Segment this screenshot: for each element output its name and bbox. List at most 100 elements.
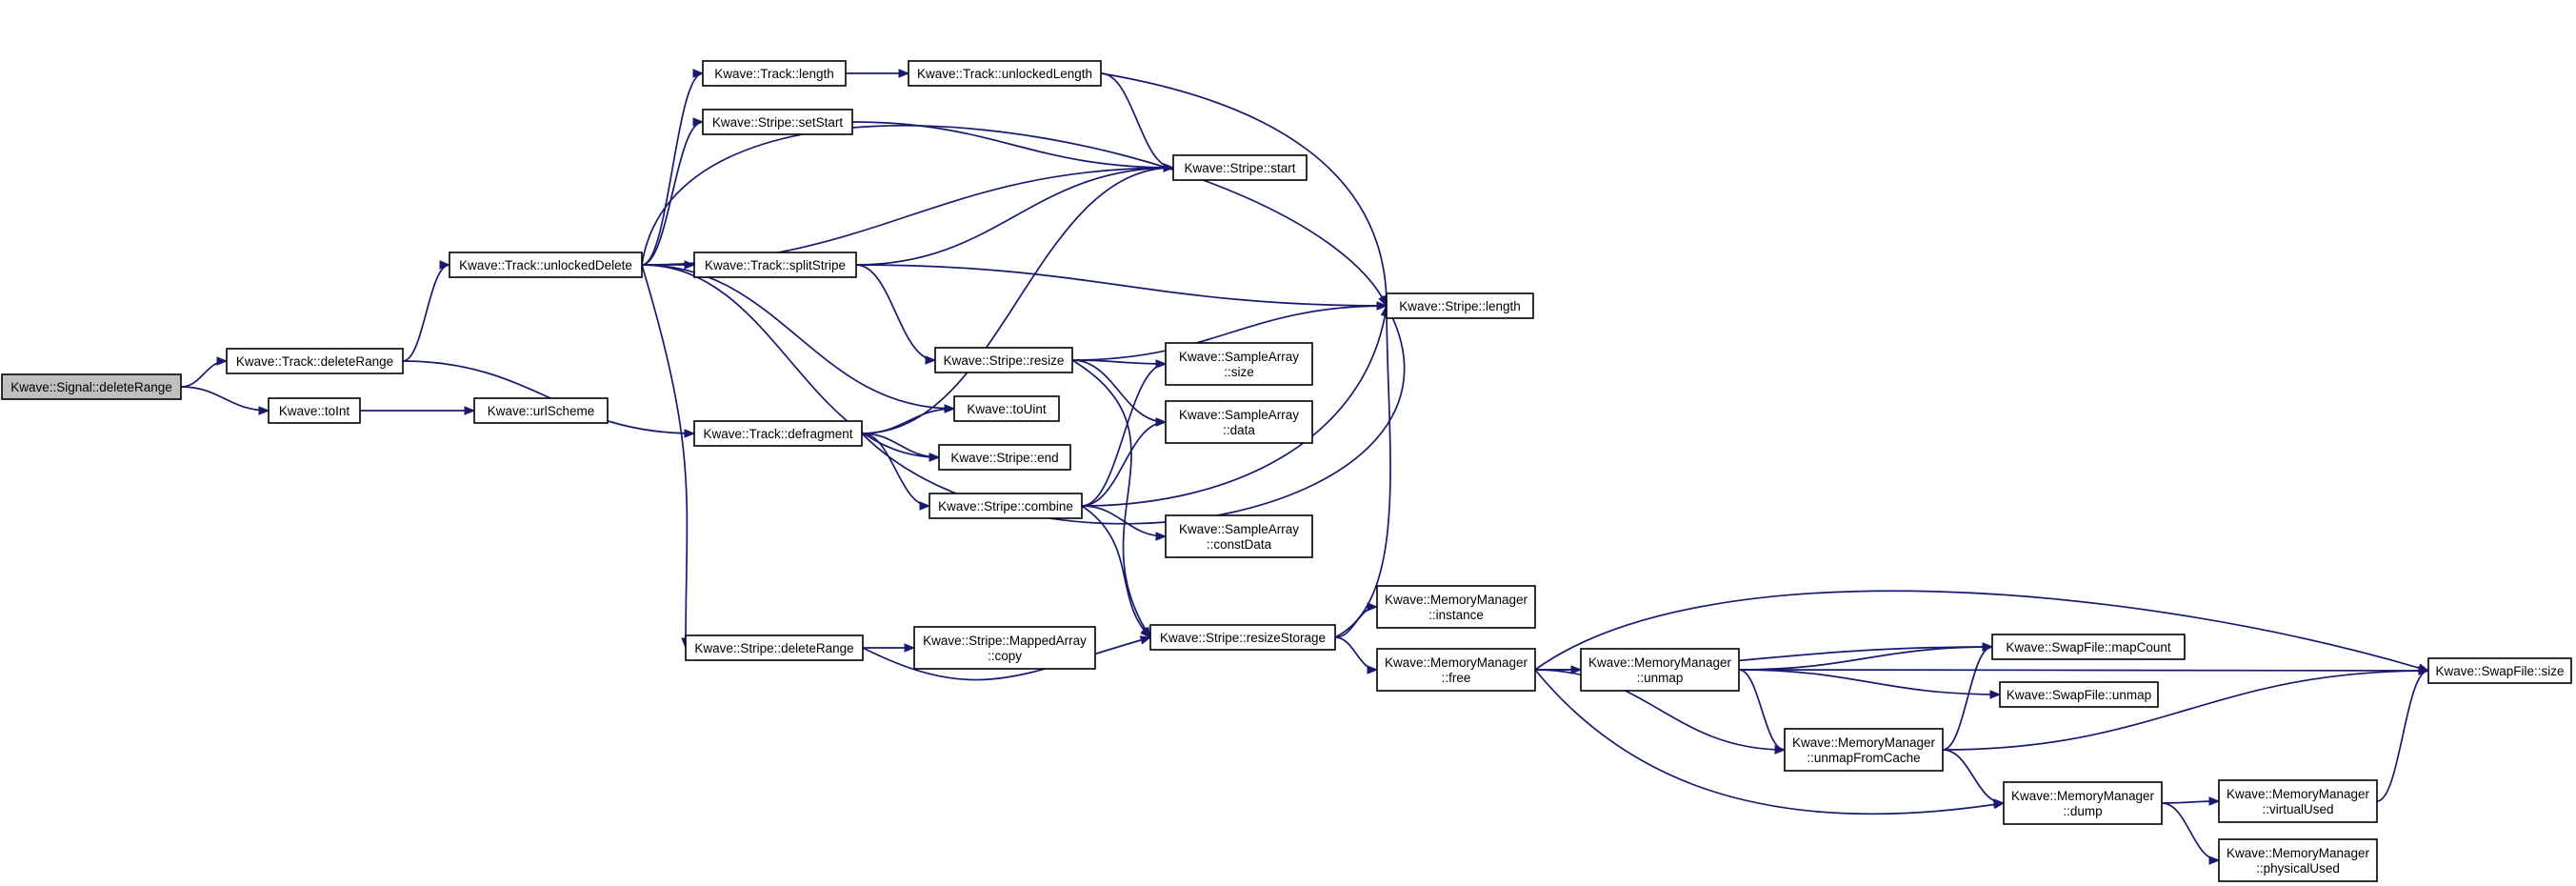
node-label: Kwave::Stripe::deleteRange [694,641,853,655]
node-label: Kwave::MemoryManager [1385,593,1528,607]
edge-mm_unmap-to-swap_unmap [1738,669,2002,699]
node-track_unlockedLength[interactable]: Kwave::Track::unlockedLength [908,60,1102,87]
edge-mm_unmapFromCache-to-swap_mapCount [1942,642,1994,751]
node-label: Kwave::MemoryManager [2011,789,2155,803]
node-box [1991,634,2186,660]
node-label: Kwave::Stripe::resize [944,353,1065,368]
node-stripe_setStart[interactable]: Kwave::Stripe::setStart [702,109,853,135]
node-mm_free[interactable]: Kwave::MemoryManager::free [1376,648,1536,692]
node-track_splitStripe[interactable]: Kwave::Track::splitStripe [693,252,857,278]
node-label: Kwave::Stripe::setStart [712,115,844,130]
node-label: Kwave::SampleArray [1179,408,1299,422]
node-label: Kwave::SampleArray [1179,522,1299,536]
node-label: Kwave::Stripe::end [950,451,1058,465]
node-mm_physicalUsed[interactable]: Kwave::MemoryManager::physicalUsed [2218,838,2378,882]
node-track_unlockedDelete[interactable]: Kwave::Track::unlockedDelete [449,252,643,278]
edge-track_defragment-to-stripe_length [861,304,1406,525]
node-toInt[interactable]: Kwave::toInt [268,397,361,424]
node-box [929,493,1083,519]
node-stripe_resizeStorage[interactable]: Kwave::Stripe::resizeStorage [1149,624,1336,651]
node-stripe_length[interactable]: Kwave::Stripe::length [1386,292,1534,319]
node-stripe_resize[interactable]: Kwave::Stripe::resize [934,347,1073,373]
node-box [702,60,847,87]
node-track_defragment[interactable]: Kwave::Track::defragment [693,420,863,447]
node-signal_deleteRange[interactable]: Kwave::Signal::deleteRange [1,373,182,400]
node-box [1376,585,1536,629]
node-stripe_end[interactable]: Kwave::Stripe::end [938,444,1071,471]
edge-stripe_combine-to-samplearray_data [1081,417,1168,507]
node-mm_dump[interactable]: Kwave::MemoryManager::dump [2003,781,2163,825]
edge-stripe_deleteRange-to-stripe_resizeStorage [862,635,1152,681]
node-label: Kwave::Stripe::resizeStorage [1160,631,1326,645]
edge-mm_unmapFromCache-to-mm_dump [1942,749,2006,808]
edges-layer [180,69,2430,865]
edge-toInt-to-urlScheme [360,406,476,415]
node-box [2003,781,2163,825]
node-box [1165,342,1313,386]
node-label: ::size [1224,365,1254,379]
edge-mm_dump-to-mm_physicalUsed [2161,802,2221,865]
node-label: ::virtualUsed [2262,802,2333,816]
node-mm_virtualUsed[interactable]: Kwave::MemoryManager::virtualUsed [2218,779,2378,823]
node-label: Kwave::MemoryManager [2227,846,2370,860]
node-swap_mapCount[interactable]: Kwave::SwapFile::mapCount [1991,634,2186,660]
node-swap_size[interactable]: Kwave::SwapFile::size [2427,657,2572,684]
node-mappedarray_copy[interactable]: Kwave::Stripe::MappedArray::copy [913,626,1096,670]
node-label: ::free [1442,671,1471,685]
edge-track_unlockedDelete-to-track_length [641,69,705,266]
node-label: Kwave::MemoryManager [2227,787,2370,801]
edge-stripe_resize-to-stripe_length [1071,301,1388,361]
node-label: ::physicalUsed [2256,861,2340,876]
node-box [268,397,361,424]
node-label: ::copy [988,649,1022,663]
node-mm_instance[interactable]: Kwave::MemoryManager::instance [1376,585,1536,629]
node-box [934,347,1073,373]
node-stripe_deleteRange[interactable]: Kwave::Stripe::deleteRange [685,634,864,661]
node-label: Kwave::Track::length [714,67,834,81]
edge-track_defragment-to-toUint [861,404,956,434]
node-label: ::dump [2063,804,2102,818]
edge-signal_deleteRange-to-toInt [180,386,270,415]
node-samplearray_size[interactable]: Kwave::SampleArray::size [1165,342,1313,386]
edge-track_defragment-to-stripe_start [861,163,1175,434]
node-stripe_combine[interactable]: Kwave::Stripe::combine [929,493,1083,519]
node-samplearray_data[interactable]: Kwave::SampleArray::data [1165,400,1313,444]
node-label: Kwave::Track::unlockedLength [917,67,1092,81]
node-box [226,348,404,374]
node-mm_unmap[interactable]: Kwave::MemoryManager::unmap [1580,648,1740,692]
node-label: Kwave::Stripe::MappedArray [923,634,1087,648]
node-box [908,60,1102,87]
edge-stripe_deleteRange-to-mappedarray_copy [863,643,916,653]
edge-mm_unmapFromCache-to-swap_size [1942,666,2430,751]
node-box [1,373,182,400]
node-label: Kwave::toUint [967,402,1047,416]
node-box [953,395,1060,422]
node-label: Kwave::SampleArray [1179,350,1299,364]
node-toUint[interactable]: Kwave::toUint [953,395,1060,422]
node-track_length[interactable]: Kwave::Track::length [702,60,847,87]
edge-stripe_resizeStorage-to-mm_instance [1334,602,1379,638]
node-box [1386,292,1534,319]
node-label: ::unmap [1637,671,1684,685]
edge-mm_virtualUsed-to-swap_size [2376,666,2430,802]
node-stripe_start[interactable]: Kwave::Stripe::start [1172,154,1308,181]
node-mm_unmapFromCache[interactable]: Kwave::MemoryManager::unmapFromCache [1784,728,1944,772]
node-track_deleteRange[interactable]: Kwave::Track::deleteRange [226,348,404,374]
node-label: ::instance [1428,608,1484,622]
node-box [693,252,857,278]
node-box [1580,648,1740,692]
node-label: Kwave::Track::unlockedDelete [459,258,632,272]
node-box [693,420,863,447]
node-label: Kwave::Track::splitStripe [705,258,846,272]
node-label: ::data [1223,423,1255,437]
node-swap_unmap[interactable]: Kwave::SwapFile::unmap [1999,681,2159,708]
node-label: Kwave::Signal::deleteRange [10,380,172,394]
node-box [702,109,853,135]
node-label: Kwave::Track::deleteRange [236,354,393,369]
edge-track_unlockedLength-to-stripe_start [1100,72,1175,172]
node-label: Kwave::urlScheme [488,404,595,418]
node-box [1784,728,1944,772]
node-label: Kwave::Stripe::start [1184,161,1295,175]
node-urlScheme[interactable]: Kwave::urlScheme [473,397,609,424]
node-samplearray_constData[interactable]: Kwave::SampleArray::constData [1165,514,1313,558]
